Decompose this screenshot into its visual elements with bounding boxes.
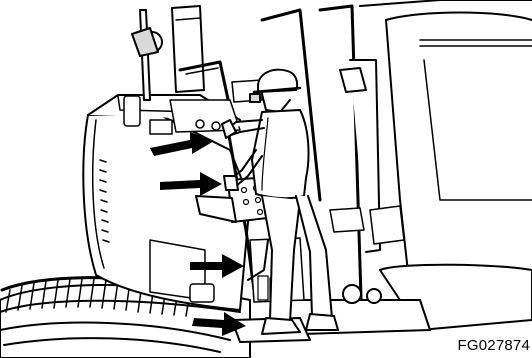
figure-code: FG027874	[458, 337, 530, 354]
mirror-post	[132, 6, 204, 100]
